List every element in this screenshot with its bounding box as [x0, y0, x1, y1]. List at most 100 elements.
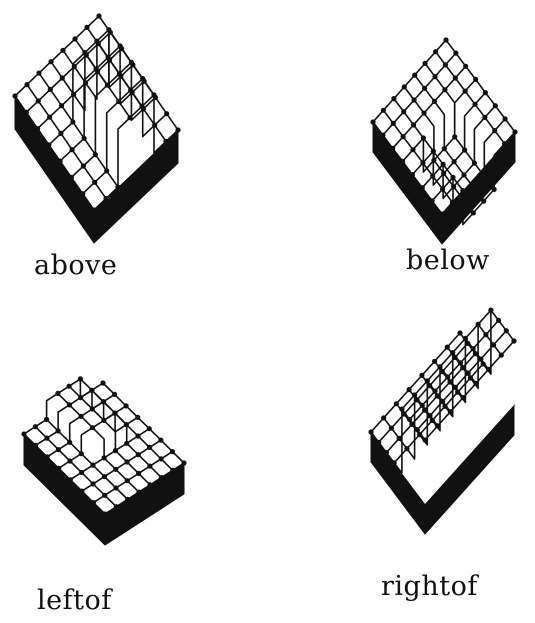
mesh-node — [392, 460, 397, 465]
mesh-node — [493, 103, 498, 108]
mesh-node — [400, 159, 405, 164]
mesh-node — [102, 455, 107, 460]
mesh-node — [463, 64, 468, 69]
mesh-node — [491, 342, 496, 347]
mesh-node — [164, 111, 169, 116]
mesh-node — [113, 448, 118, 453]
mesh-node — [147, 426, 152, 431]
mesh-node — [124, 459, 129, 464]
mesh-node — [440, 399, 445, 404]
mesh-node — [35, 126, 40, 131]
mesh-node — [445, 374, 450, 379]
mesh-node — [502, 141, 507, 146]
mesh-node — [83, 80, 88, 85]
mesh-node — [78, 376, 83, 381]
mesh-node — [450, 175, 455, 180]
mesh-node — [128, 87, 133, 92]
mesh-node — [102, 493, 107, 498]
mesh-node — [152, 123, 157, 128]
mesh-node — [503, 116, 508, 121]
mesh-node — [136, 471, 141, 476]
mesh-node — [93, 152, 98, 157]
mesh-node — [457, 330, 462, 335]
mesh-node — [430, 198, 435, 203]
mesh-node — [33, 424, 38, 429]
mesh-node — [483, 332, 488, 337]
mesh-node — [124, 422, 129, 427]
mesh-node — [48, 59, 53, 64]
mesh-node — [94, 66, 99, 71]
mesh-node — [402, 84, 407, 89]
mesh-node — [117, 71, 122, 76]
mesh-node — [471, 210, 476, 215]
mesh-node — [58, 159, 63, 164]
mesh-node — [463, 336, 468, 341]
mesh-node — [91, 481, 96, 486]
mesh-node — [370, 119, 375, 124]
mesh-node — [431, 158, 436, 163]
mesh-node — [492, 187, 497, 192]
mesh-node — [391, 121, 396, 126]
mesh-node — [442, 146, 447, 151]
mesh-node — [368, 429, 373, 434]
mesh-node — [91, 207, 96, 212]
mesh-node — [91, 500, 96, 505]
mesh-node — [124, 441, 129, 446]
mesh-node — [453, 75, 458, 80]
mesh-node — [401, 134, 406, 139]
mesh-node — [478, 356, 483, 361]
mesh-node — [407, 387, 412, 392]
mesh-node — [90, 463, 95, 468]
mesh-node — [496, 318, 501, 323]
mesh-node — [404, 446, 409, 451]
mesh-node — [181, 460, 186, 465]
mesh-node — [390, 146, 395, 151]
mesh-node — [139, 104, 144, 109]
mesh-node — [12, 93, 17, 98]
mesh-node — [36, 71, 41, 76]
mesh-node — [411, 122, 416, 127]
mesh-node — [72, 36, 77, 41]
mesh-node — [79, 470, 84, 475]
mesh-node — [36, 98, 41, 103]
mesh-node — [402, 411, 407, 416]
mesh-node — [419, 373, 424, 378]
mesh-node — [486, 367, 491, 372]
mesh-node — [380, 133, 385, 138]
mesh-node — [450, 200, 455, 205]
mesh-node — [68, 477, 73, 482]
mesh-node — [56, 447, 61, 452]
mesh-node — [511, 338, 516, 343]
mesh-node — [482, 174, 487, 179]
mesh-node — [440, 187, 445, 192]
mesh-node — [100, 380, 105, 385]
mesh-node — [384, 450, 389, 455]
mesh-node — [437, 364, 442, 369]
mesh-node — [453, 51, 458, 56]
mesh-node — [113, 411, 118, 416]
caption-below: below — [406, 245, 490, 276]
mesh-node — [461, 395, 466, 400]
mesh-node — [422, 437, 427, 442]
mesh-node — [447, 379, 452, 384]
mesh-node — [44, 417, 49, 422]
mesh-node — [431, 149, 436, 154]
mesh-node — [70, 147, 75, 152]
mesh-node — [60, 48, 65, 53]
mesh-node — [476, 322, 481, 327]
mesh-node — [445, 345, 450, 350]
mesh-node — [106, 27, 111, 32]
mesh-node — [391, 96, 396, 101]
mesh-node — [458, 360, 463, 365]
mesh-node — [129, 60, 134, 65]
mesh-node — [452, 134, 457, 139]
mesh-node — [512, 129, 517, 134]
mesh-node — [443, 62, 448, 67]
mesh-node — [460, 365, 465, 370]
mesh-node — [410, 172, 415, 177]
mesh-node — [47, 115, 52, 120]
mesh-node — [430, 173, 435, 178]
mesh-node — [401, 109, 406, 114]
panel-below — [370, 37, 517, 244]
mesh-node — [473, 77, 478, 82]
